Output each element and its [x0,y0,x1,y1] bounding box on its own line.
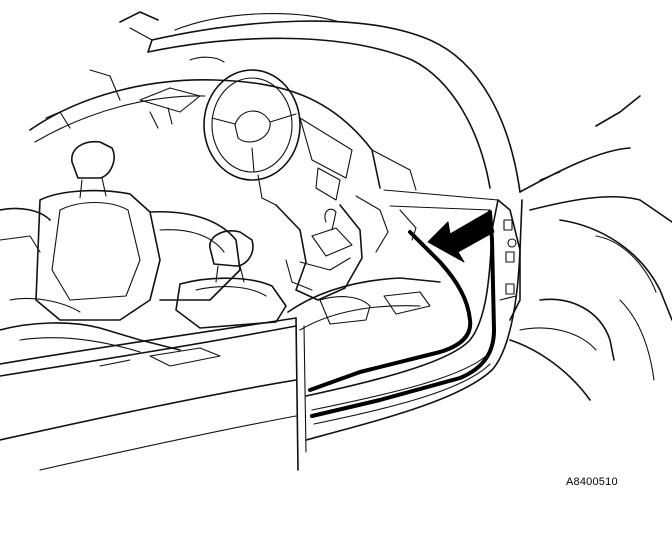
weatherstrip-seal [308,210,496,418]
windshield-frame [119,11,521,193]
steering-wheel [203,69,301,206]
exterior-body [509,95,672,401]
dashboard [29,79,417,201]
arrow-icon [427,211,495,263]
rear-seat [0,207,181,353]
b-pillar [497,199,521,321]
interior-trim [45,56,417,253]
figure-code: A8400510 [566,476,618,488]
driver-seat [35,140,241,321]
door-sill [0,317,307,471]
floor [287,277,441,331]
door-opening [305,189,523,441]
center-console [275,204,363,301]
